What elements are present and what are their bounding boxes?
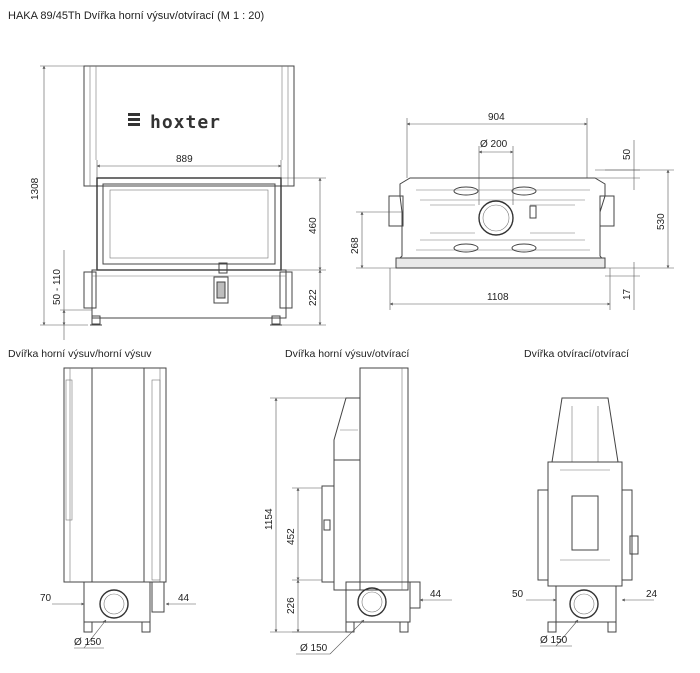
front-view: hoxter 1308 50 - 110 889 [30,65,326,340]
dim-top-inner-depth: 268 [350,237,361,254]
dim-front-glass-height: 460 [308,217,319,234]
brand-logo: hoxter [150,112,221,133]
dim-top-bottom-offset: 17 [622,288,633,300]
side-view-1: 70 44 Ø 150 [40,367,196,649]
dim-front-height-total: 1308 [30,177,41,200]
dim-side1-flue: Ø 150 [74,637,102,648]
dim-front-feet: 50 - 110 [52,269,63,305]
top-view: 904 Ø 200 50 530 268 1108 17 [350,112,674,310]
dim-side2-base-height: 226 [286,597,297,614]
dim-side3-right: 24 [646,589,658,600]
dim-front-base: 222 [308,289,319,306]
dim-side1-left: 70 [40,593,52,604]
logo-icon [128,113,140,126]
dim-top-depth: 530 [656,213,667,230]
dim-top-bottom-width: 1108 [487,292,509,303]
dim-top-width: 904 [488,112,505,123]
dim-side3-left: 50 [512,589,524,600]
dim-side2-door-height: 452 [286,528,297,545]
dim-side3-flue: Ø 150 [540,635,568,646]
view2-title: Dvířka horní výsuv/otvírací [285,348,409,360]
dim-side1-right: 44 [178,593,190,604]
view1-title: Dvířka horní výsuv/horní výsuv [8,348,152,360]
dim-side2-flue: Ø 150 [300,643,328,654]
dim-top-height: 50 [622,148,633,160]
view3-title: Dvířka otvírací/otvírací [524,348,629,360]
side-view-2: 1154 452 226 44 Ø 150 [264,367,452,655]
dim-top-flue-diameter: Ø 200 [480,139,508,150]
side-view-3: 50 24 Ø 150 [512,397,658,647]
dim-front-glass-width: 889 [176,154,193,165]
dim-side2-right: 44 [430,589,442,600]
page-title: HAKA 89/45Th Dvířka horní výsuv/otvírací… [8,10,265,22]
dim-side2-height-total: 1154 [264,508,275,530]
